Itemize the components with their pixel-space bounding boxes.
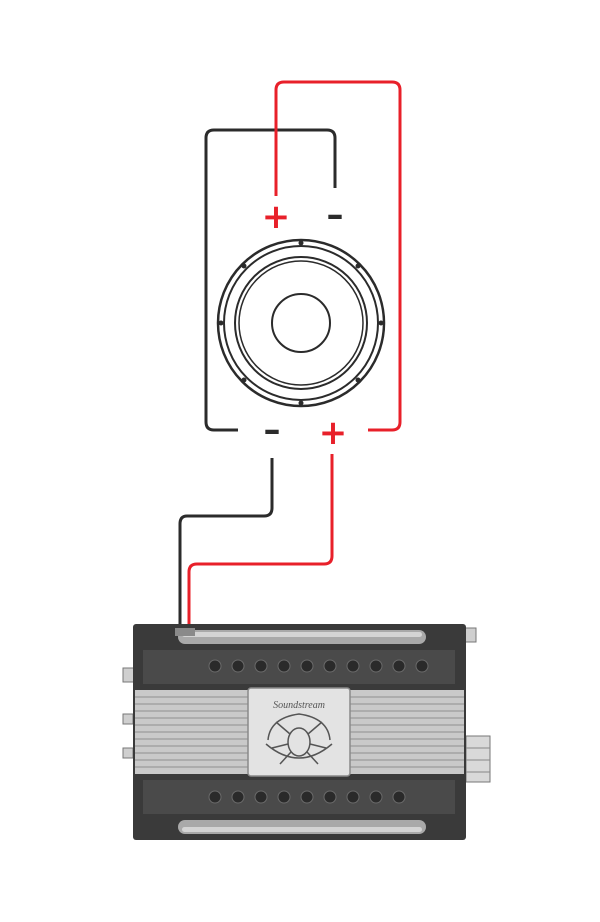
positive-loop-wire bbox=[274, 80, 402, 432]
power-terminal-block bbox=[465, 735, 491, 783]
bottom-plus-terminal: + bbox=[319, 413, 348, 453]
amplifier: Soundstream bbox=[122, 624, 491, 840]
amp-speaker-terminal bbox=[175, 628, 195, 636]
amp-negative-wire bbox=[178, 458, 274, 632]
speaker-dust-cap bbox=[271, 293, 331, 353]
top-control-knobs bbox=[208, 659, 429, 673]
amp-positive-wire bbox=[187, 454, 334, 632]
negative-loop-wire bbox=[204, 128, 337, 432]
bottom-control-knobs bbox=[208, 790, 406, 804]
amp-logo-text: Soundstream bbox=[273, 700, 325, 711]
subwoofer-speaker bbox=[216, 238, 386, 408]
amp-logo-plate bbox=[247, 687, 351, 777]
top-plus-terminal: + bbox=[262, 197, 291, 237]
spider-logo-icon bbox=[265, 713, 333, 765]
bottom-minus-terminal: – bbox=[264, 410, 281, 450]
top-minus-terminal: – bbox=[327, 195, 344, 235]
